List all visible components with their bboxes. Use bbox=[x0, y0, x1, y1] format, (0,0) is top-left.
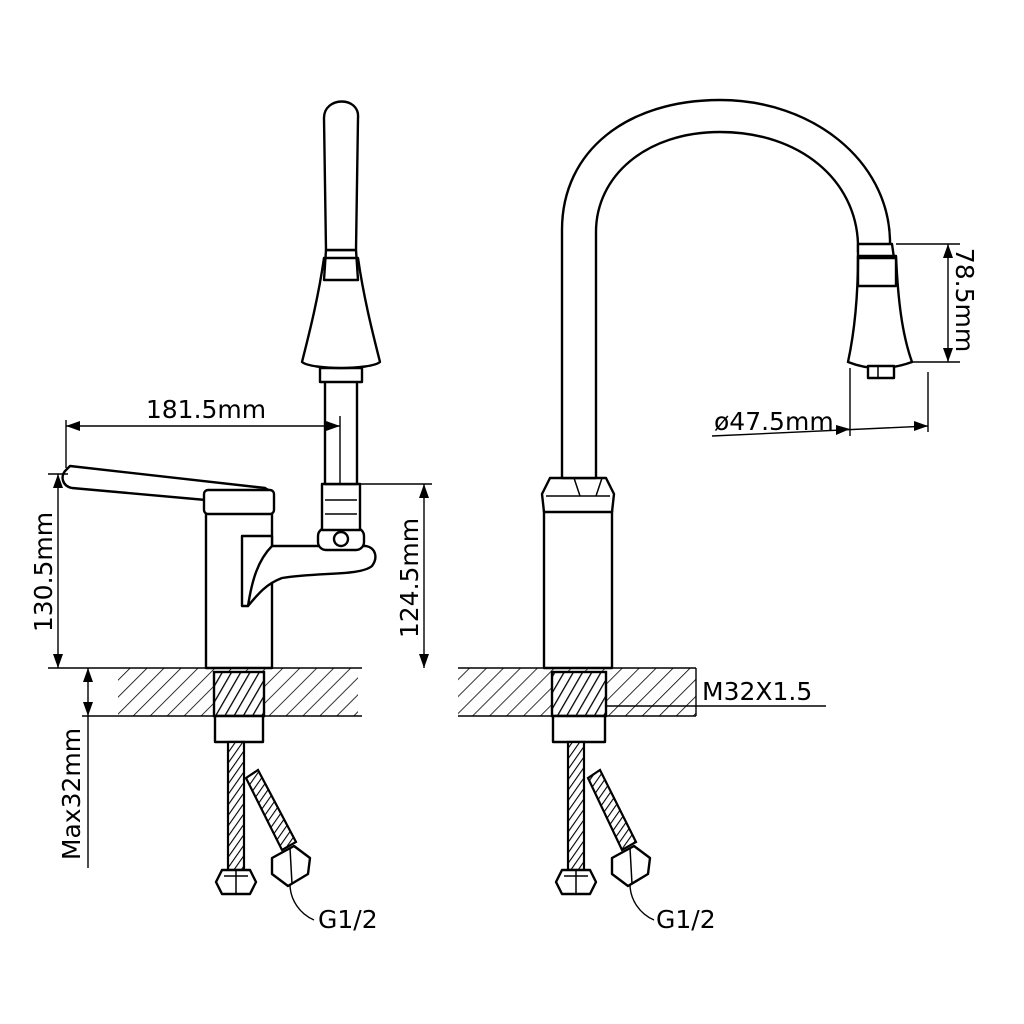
dimension-spray-head-diameter: ø47.5mm bbox=[711, 368, 929, 437]
braided-hose-left-a bbox=[226, 740, 246, 872]
threaded-shank-right bbox=[550, 670, 608, 718]
dimension-total-height: 130.5mm bbox=[29, 473, 68, 668]
spray-head-side bbox=[300, 256, 382, 370]
label-g12-right: G1/2 bbox=[656, 905, 716, 934]
threaded-shank-left bbox=[212, 670, 266, 718]
front-view: M32X1.5 78.5mm ø47.5mm G1/2 bbox=[458, 98, 979, 934]
braided-hose-right-b bbox=[586, 768, 638, 852]
side-view: 181.5mm 130.5mm 124.5mm Max32mm bbox=[29, 100, 432, 934]
mounting-nut-left bbox=[213, 714, 265, 744]
vertical-spout-pipe bbox=[320, 482, 362, 532]
upper-hose-side bbox=[322, 100, 360, 252]
dimension-thread: M32X1.5 bbox=[606, 668, 826, 716]
dimension-spout-reach: 181.5mm bbox=[65, 395, 341, 484]
callout-g12-right: G1/2 bbox=[629, 883, 716, 934]
label-spray-head-diameter: ø47.5mm bbox=[714, 407, 834, 436]
label-max-deck: Max32mm bbox=[57, 728, 86, 860]
dimension-spray-head-height: 78.5mm bbox=[896, 243, 979, 363]
label-spout-height: 124.5mm bbox=[395, 518, 424, 638]
label-thread: M32X1.5 bbox=[702, 677, 812, 706]
faucet-body-right bbox=[542, 508, 614, 670]
braided-hose-right-a bbox=[566, 740, 586, 872]
dimension-max-deck: Max32mm bbox=[57, 668, 93, 868]
label-spout-reach: 181.5mm bbox=[146, 395, 266, 424]
spout-arm-side bbox=[240, 534, 377, 608]
braided-hose-left-b bbox=[244, 768, 298, 852]
dimension-spout-height: 124.5mm bbox=[360, 483, 432, 668]
label-total-height: 130.5mm bbox=[29, 512, 58, 632]
cartridge-cap bbox=[202, 488, 276, 516]
callout-g12-left: G1/2 bbox=[289, 883, 378, 934]
mounting-nut-right bbox=[551, 714, 607, 744]
body-cap-right bbox=[540, 476, 616, 514]
label-spray-head-height: 78.5mm bbox=[950, 248, 979, 352]
label-g12-left: G1/2 bbox=[318, 905, 378, 934]
